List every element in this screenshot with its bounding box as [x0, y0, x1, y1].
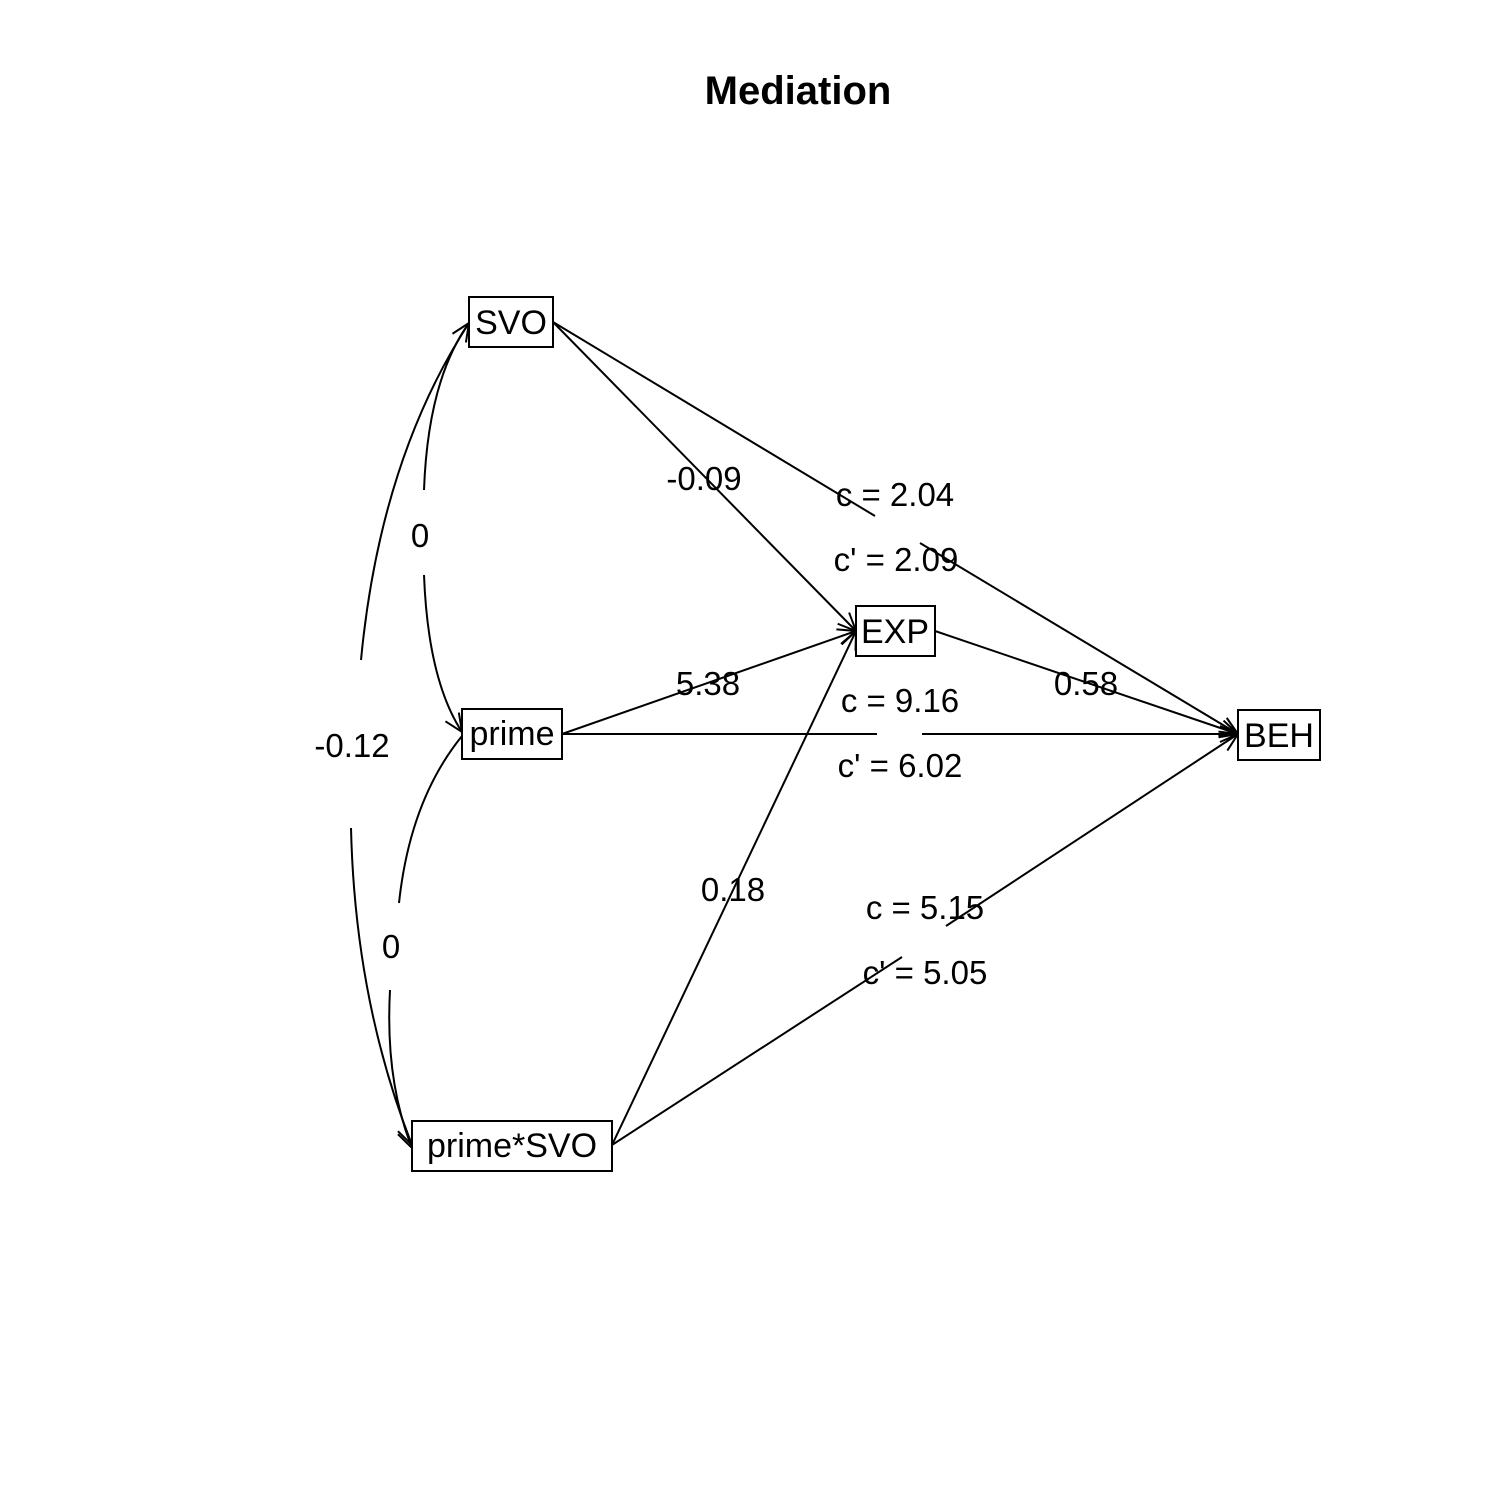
diagram-title: Mediation [705, 69, 892, 113]
label-prime-svo-beh-c-prime: c' = 5.05 [863, 954, 988, 991]
node-prime-svo-label: prime*SVO [427, 1127, 597, 1165]
node-prime-svo: prime*SVO [411, 1120, 613, 1172]
label-prime-prime-svo: 0 [382, 928, 400, 965]
edge-svo-beh-b [919, 542, 1241, 736]
label-exp-beh: 0.58 [1054, 665, 1118, 702]
edge-svo-beh-a [552, 321, 876, 517]
edge-svo-exp [552, 321, 858, 633]
label-prime-svo-svo: -0.12 [314, 727, 389, 764]
edge-prime-svo-exp [611, 628, 858, 1146]
arc-prime-svo-lower [423, 574, 464, 735]
node-beh: BEH [1237, 709, 1321, 761]
node-beh-label: BEH [1244, 717, 1314, 755]
edge-prime-exp [561, 628, 859, 735]
arc-svo-prime-svo-upper [360, 320, 471, 661]
label-svo-beh-c: c = 2.04 [836, 476, 954, 513]
edge-prime-svo-beh-a [611, 956, 903, 1146]
node-exp-label: EXP [861, 613, 929, 651]
label-prime-svo: 0 [411, 517, 429, 554]
arc-prime-prime-svo-upper [398, 735, 463, 904]
label-prime-exp: 5.38 [676, 665, 740, 702]
arc-prime-prime-svo-lower [388, 989, 414, 1151]
edge-exp-beh [934, 630, 1241, 737]
label-prime-svo-exp: 0.18 [701, 871, 765, 908]
node-prime: prime [461, 708, 563, 760]
label-svo-beh-c-prime: c' = 2.09 [834, 541, 959, 578]
label-prime-svo-beh-c: c = 5.15 [866, 889, 984, 926]
node-exp: EXP [855, 605, 936, 657]
node-svo: SVO [468, 296, 554, 348]
label-svo-exp: -0.09 [666, 460, 741, 497]
node-prime-label: prime [469, 715, 554, 753]
arc-prime-svo [423, 322, 470, 491]
node-svo-label: SVO [475, 304, 547, 342]
label-prime-beh-c: c = 9.16 [841, 682, 959, 719]
edge-prime-svo-beh-b [945, 732, 1241, 927]
label-prime-beh-c-prime: c' = 6.02 [838, 747, 963, 784]
